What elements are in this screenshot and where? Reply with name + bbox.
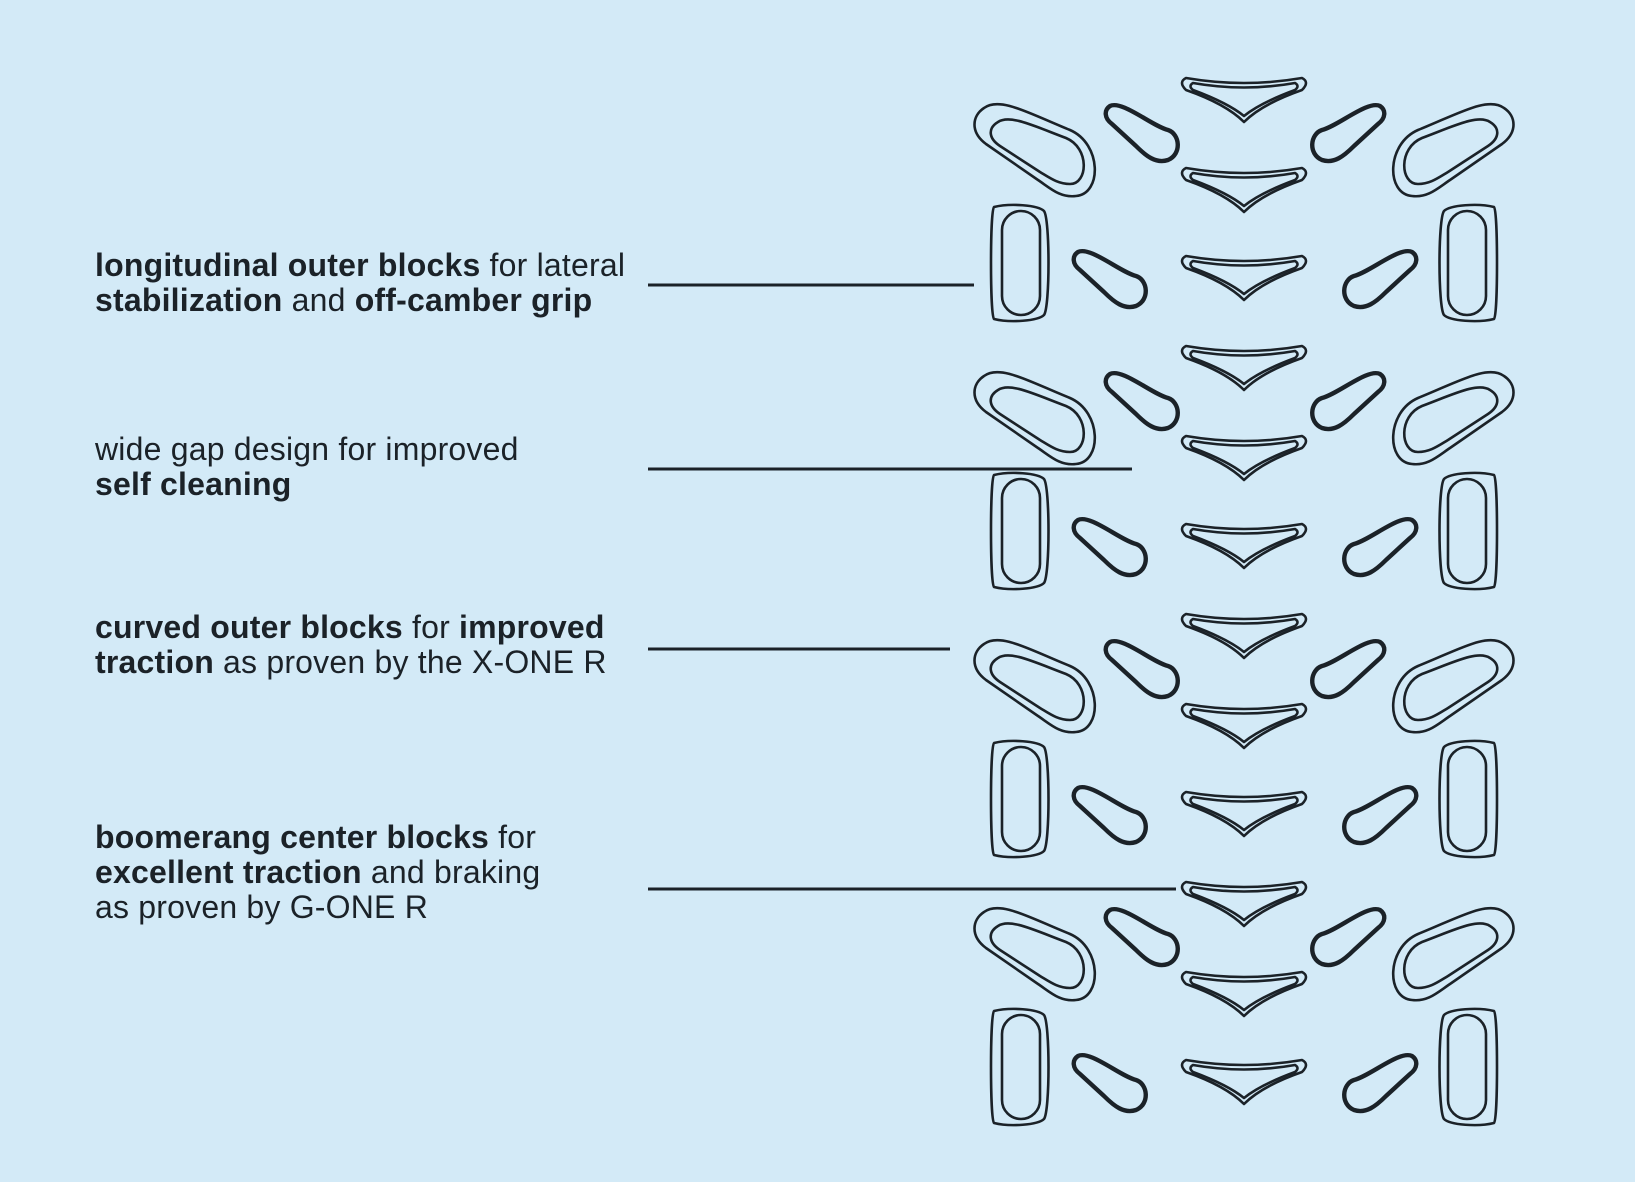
longitudinal-outer-block-inner [1000, 209, 1042, 317]
callout-line: longitudinal outer blocks for lateral [95, 248, 655, 283]
longitudinal-outer-block-inner [1446, 477, 1488, 585]
callout-text: wide gap design for improved [95, 431, 519, 467]
callout-line: self cleaning [95, 467, 655, 502]
teardrop-block [1312, 909, 1384, 965]
longitudinal-outer-block-inner [1000, 745, 1042, 853]
teardrop-block [1074, 1055, 1146, 1111]
callout-bold-text: boomerang center blocks [95, 819, 490, 855]
teardrop-block [1344, 251, 1416, 307]
teardrop-block [1074, 519, 1146, 575]
callout-bold-text: curved outer blocks [95, 609, 403, 645]
tread-pattern [973, 76, 1515, 1127]
longitudinal-outer-block-inner [1446, 1013, 1488, 1121]
callout-bold-text: stabilization [95, 282, 283, 318]
callout-text: as proven by G-ONE R [95, 889, 428, 925]
callout-bold-text: longitudinal outer blocks [95, 247, 481, 283]
callout-curved-outer-blocks: curved outer blocks for improved tractio… [95, 610, 655, 680]
longitudinal-outer-block-inner [1000, 477, 1042, 585]
longitudinal-outer-block-inner [1446, 745, 1488, 853]
teardrop-block [1344, 1055, 1416, 1111]
teardrop-block [1106, 909, 1178, 965]
teardrop-block [1344, 519, 1416, 575]
teardrop-block [1106, 641, 1178, 697]
teardrop-block [1106, 105, 1178, 161]
callout-text: for lateral [480, 247, 626, 283]
callout-line: excellent traction and braking [95, 855, 655, 890]
callout-text: as proven by the X-ONE R [213, 644, 607, 680]
callout-bold-text: traction [95, 644, 214, 680]
callout-line: traction as proven by the X-ONE R [95, 645, 655, 680]
callout-line: as proven by G-ONE R [95, 890, 655, 925]
longitudinal-outer-block-inner [1446, 209, 1488, 317]
callout-bold-text: self cleaning [95, 466, 292, 502]
teardrop-block [1106, 373, 1178, 429]
callout-boomerang-center-blocks: boomerang center blocks for excellent tr… [95, 820, 655, 925]
callout-longitudinal-outer-blocks: longitudinal outer blocks for lateral st… [95, 248, 655, 318]
teardrop-block [1074, 787, 1146, 843]
teardrop-block [1312, 641, 1384, 697]
callout-bold-text: improved [459, 609, 605, 645]
callout-line: curved outer blocks for improved [95, 610, 655, 645]
teardrop-block [1074, 251, 1146, 307]
callout-text: for [489, 819, 537, 855]
callout-bold-text: off-camber grip [354, 282, 593, 318]
callout-bold-text: excellent traction [95, 854, 362, 890]
callout-line: boomerang center blocks for [95, 820, 655, 855]
callout-text: for [402, 609, 460, 645]
callout-text: and braking [361, 854, 541, 890]
callout-text: and [282, 282, 355, 318]
teardrop-block [1344, 787, 1416, 843]
longitudinal-outer-block-inner [1000, 1013, 1042, 1121]
callout-wide-gap-design: wide gap design for improved self cleani… [95, 432, 655, 502]
callout-line: stabilization and off-camber grip [95, 283, 655, 318]
callout-line: wide gap design for improved [95, 432, 655, 467]
teardrop-block [1312, 373, 1384, 429]
teardrop-block [1312, 105, 1384, 161]
